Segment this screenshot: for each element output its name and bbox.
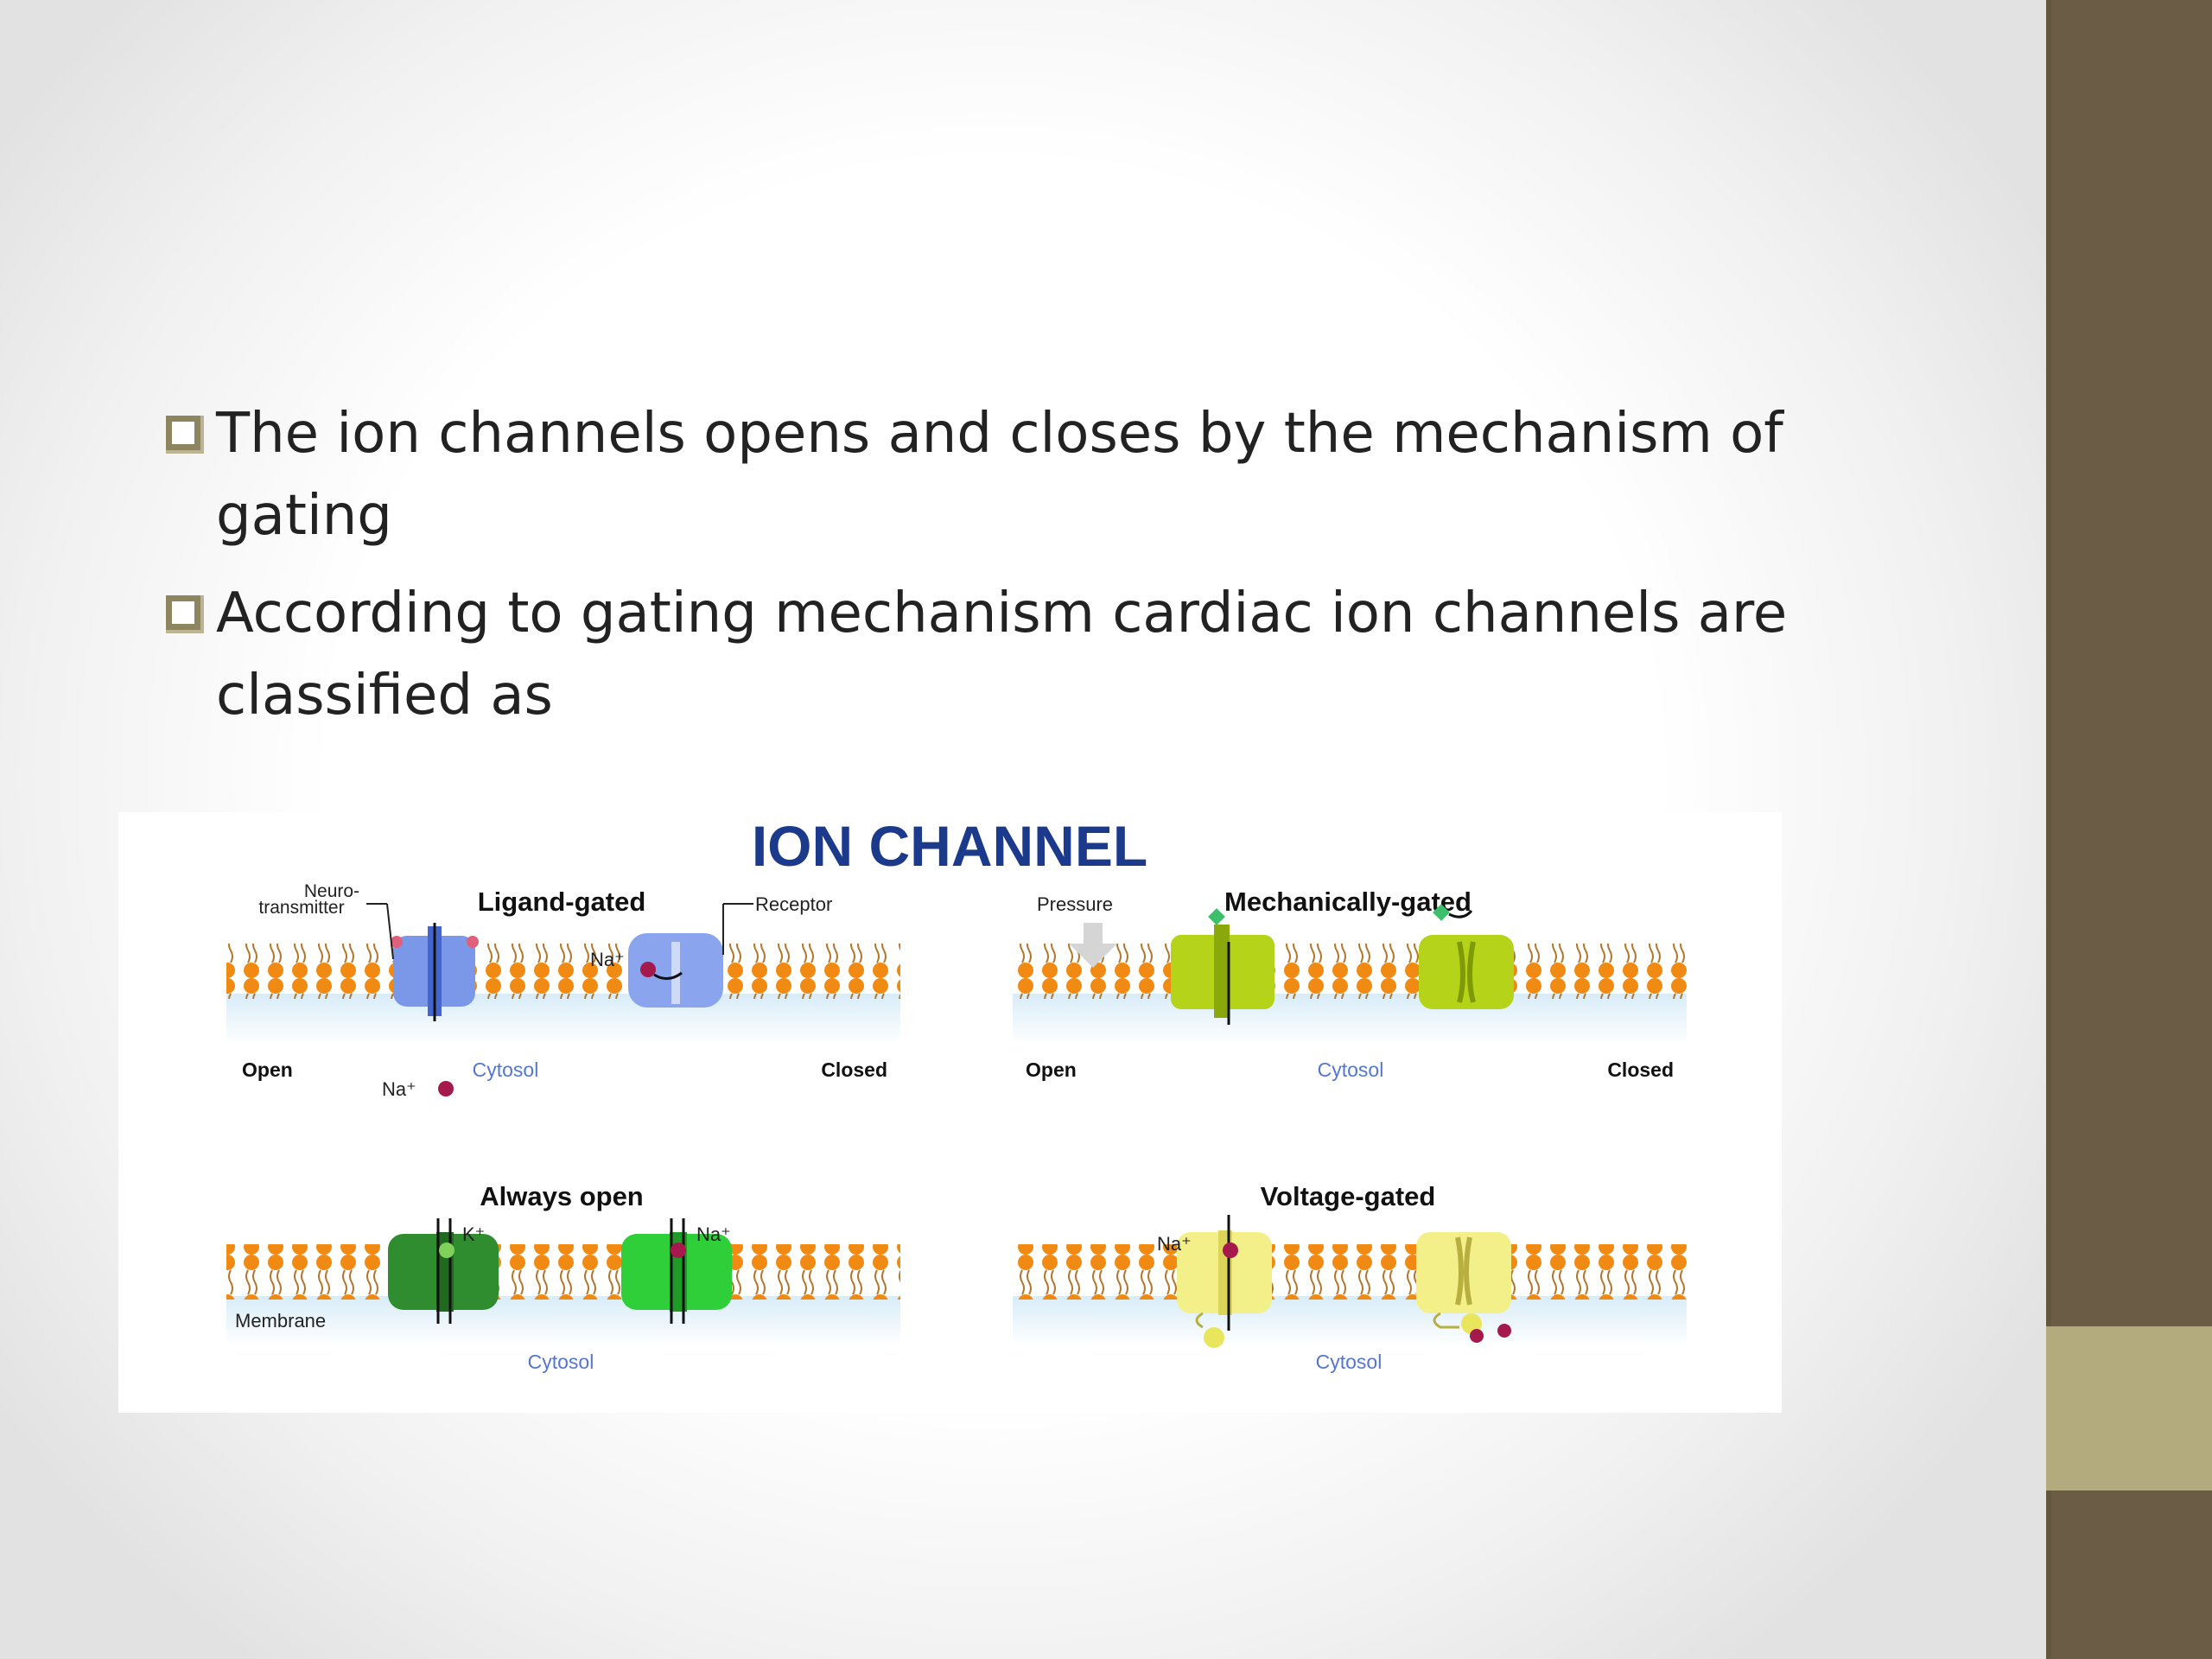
mechanical-channel-closed: [1419, 904, 1514, 1009]
neurotransmitter-label: Neuro-: [304, 881, 359, 901]
bullet-item: The ion channels opens and closes by the…: [164, 393, 1892, 557]
bullet-item: According to gating mechanism cardiac io…: [164, 573, 1892, 737]
always-open-title: Always open: [480, 1181, 644, 1211]
mechanical-membrane: [1013, 944, 1687, 999]
ion-channel-figure: ION CHANNEL Ligand-gated: [118, 812, 1782, 1413]
open-label: Open: [1026, 1058, 1077, 1081]
voltage-channel-open: [1177, 1230, 1272, 1348]
receptor-label: Receptor: [755, 893, 832, 915]
mechanical-channel-open: [1171, 908, 1274, 1018]
pressure-label: Pressure: [1037, 893, 1113, 915]
voltage-membrane: [1013, 1244, 1687, 1300]
ligand-cytosol: [226, 994, 900, 1044]
side-bar-accent: [2046, 1326, 2212, 1491]
na-ion-icon: [438, 1081, 454, 1096]
membrane-label: Membrane: [235, 1310, 326, 1332]
na-ion-icon: [671, 1243, 686, 1258]
neurotransmitter-label: transmitter: [258, 898, 344, 918]
ligand-gated-title: Ligand-gated: [478, 887, 646, 917]
checkbox-bullet-icon: [166, 595, 204, 633]
na-ion-label: Na⁺: [590, 949, 625, 970]
mechanically-gated-title: Mechanically-gated: [1224, 887, 1471, 917]
k-ion-icon: [439, 1243, 454, 1258]
bullet-list: The ion channels opens and closes by the…: [164, 393, 1892, 753]
k-ion-label: K⁺: [462, 1224, 485, 1245]
closed-label: Closed: [1607, 1058, 1674, 1081]
na-ion-icon: [640, 962, 656, 977]
always-membrane: [226, 1244, 900, 1300]
always-cytosol: [226, 1296, 900, 1346]
figure-title: ION CHANNEL: [752, 814, 1147, 878]
mechanical-cytosol: [1013, 994, 1687, 1044]
cytosol-label: Cytosol: [528, 1351, 594, 1373]
voltage-gated-title: Voltage-gated: [1261, 1181, 1436, 1211]
checkbox-bullet-icon: [166, 416, 204, 454]
na-ion-label: Na⁺: [1157, 1233, 1192, 1255]
na-ion-label: Na⁺: [382, 1078, 416, 1100]
na-ion-label: Na⁺: [696, 1224, 731, 1245]
side-bar-edge: [2046, 0, 2051, 1659]
cytosol-label: Cytosol: [1316, 1351, 1382, 1373]
cytosol-label: Cytosol: [473, 1058, 539, 1081]
na-ion-icon: [1223, 1243, 1238, 1258]
ligand-channel-closed: [628, 933, 723, 1007]
bullet-text: The ion channels opens and closes by the…: [216, 402, 1783, 548]
closed-label: Closed: [821, 1058, 887, 1081]
open-label: Open: [242, 1058, 293, 1081]
bullet-text: According to gating mechanism cardiac io…: [216, 582, 1788, 728]
voltage-channel-closed: [1416, 1232, 1511, 1343]
ligand-membrane: [226, 944, 900, 999]
voltage-cytosol: [1013, 1296, 1687, 1346]
ion-channel-diagram: ION CHANNEL Ligand-gated: [226, 814, 1687, 1373]
cytosol-label: Cytosol: [1318, 1058, 1384, 1081]
pressure-arrow-icon: [1069, 923, 1117, 968]
